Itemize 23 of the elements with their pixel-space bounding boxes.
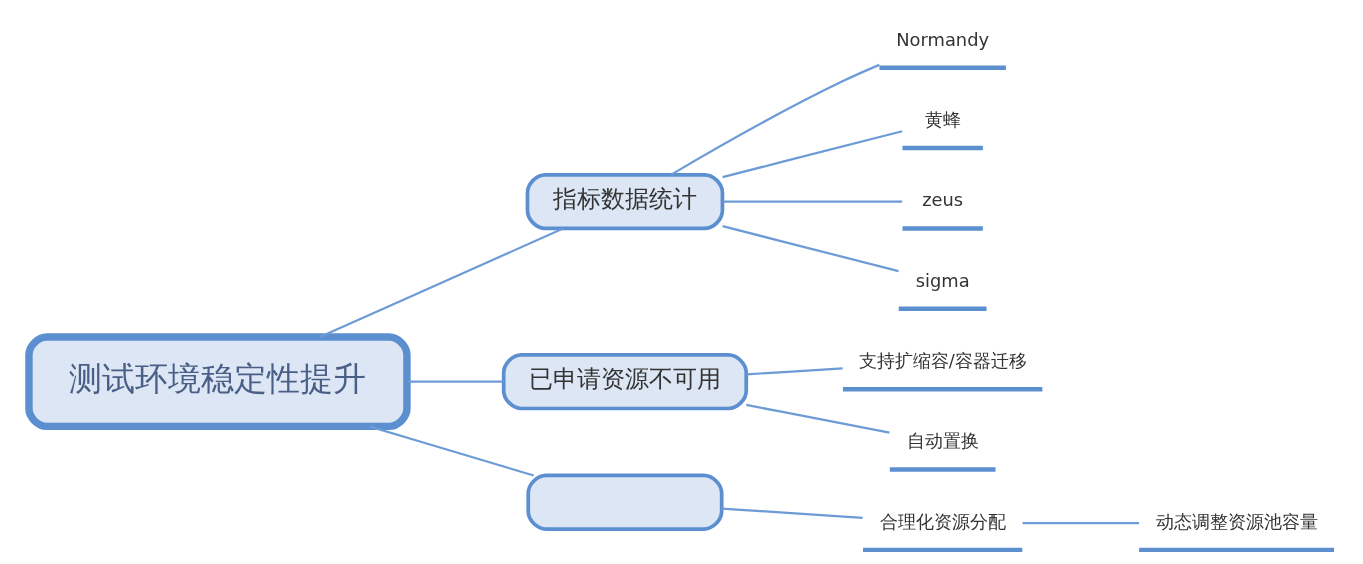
connector: [670, 63, 880, 176]
node-text: 支持扩缩容/容器迁移: [858, 349, 1027, 371]
connector: [722, 130, 903, 179]
connector: [319, 227, 564, 338]
node-box: 已申请资源不可用: [501, 353, 749, 411]
connector: [746, 403, 890, 434]
connector: [369, 425, 534, 477]
connector: [722, 200, 903, 203]
node-box: 指标数据统计: [525, 173, 725, 231]
node-text: 自动置换: [906, 430, 979, 452]
node-text: 合理化资源分配: [879, 510, 1006, 532]
connector: [722, 225, 899, 273]
node-box: [526, 473, 724, 531]
node-box: 测试环境稳定性提升: [25, 333, 411, 431]
connector: [721, 507, 863, 519]
connector: [746, 367, 843, 376]
node-text: zeus: [922, 189, 964, 211]
node-text: 动态调整资源池容量: [1155, 510, 1318, 532]
node-text: sigma: [915, 269, 970, 291]
node-text: Normandy: [896, 28, 990, 50]
connector: [407, 380, 504, 383]
connector: [1022, 521, 1139, 525]
node-text: 黄蜂: [924, 108, 961, 130]
